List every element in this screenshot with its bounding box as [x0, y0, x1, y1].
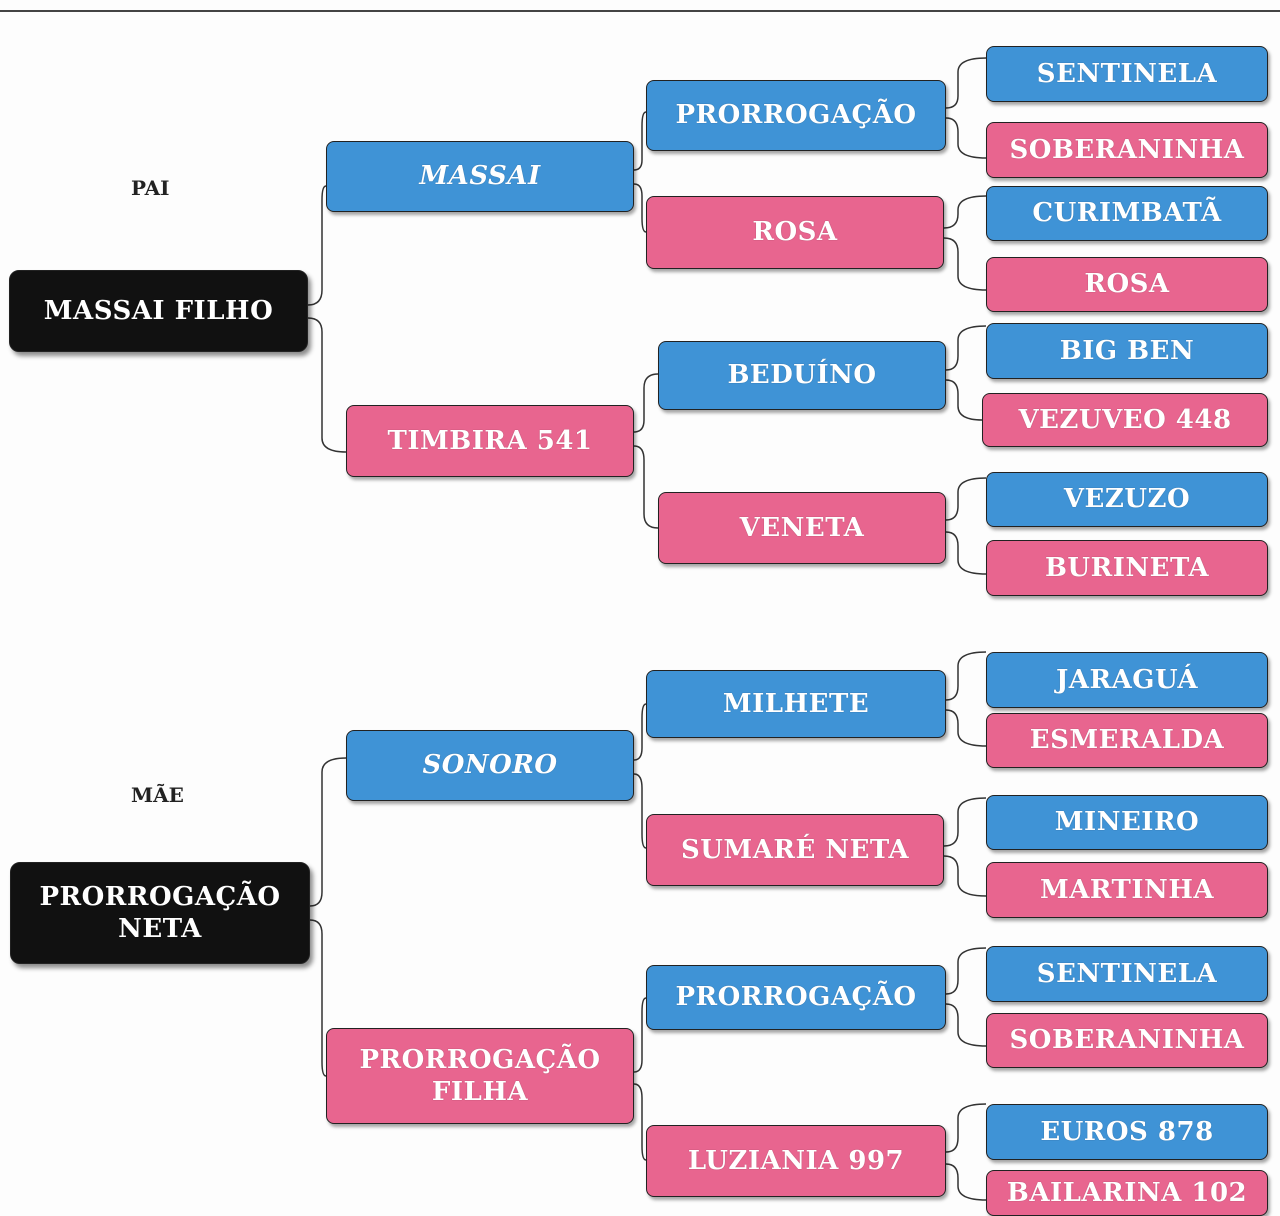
ancestor-node-sentinela: SENTINELA — [986, 46, 1268, 102]
parent-node-massai: MASSAI — [326, 141, 634, 212]
ancestor-node-big-ben: BIG BEN — [986, 323, 1268, 379]
ancestor-node-bailarina: BAILARINA 102 — [986, 1170, 1268, 1216]
ancestor-node-sentinela-2: SENTINELA — [986, 946, 1268, 1002]
subject-node-dam: PRORROGAÇÃO NETA — [10, 862, 310, 964]
ancestor-node-soberaninha: SOBERANINHA — [986, 122, 1268, 178]
grandparent-node-sumare-neta: SUMARÉ NETA — [646, 814, 944, 886]
grandparent-node-veneta: VENETA — [658, 492, 946, 564]
grandparent-node-prorrogacao-2: PRORROGAÇÃO — [646, 965, 946, 1030]
ancestor-node-vezuzo: VEZUZO — [986, 472, 1268, 527]
ancestor-node-martinha: MARTINHA — [986, 862, 1268, 918]
grandparent-node-milhete: MILHETE — [646, 670, 946, 738]
grandparent-node-beduino: BEDUÍNO — [658, 341, 946, 410]
top-rule — [0, 10, 1280, 12]
parent-node-prorrogacao-filha: PRORROGAÇÃO FILHA — [326, 1028, 634, 1124]
ancestor-node-mineiro: MINEIRO — [986, 795, 1268, 850]
sire-label: PAI — [131, 176, 170, 200]
ancestor-node-esmeralda: ESMERALDA — [986, 713, 1268, 768]
grandparent-node-rosa: ROSA — [646, 196, 944, 269]
ancestor-node-soberaninha-2: SOBERANINHA — [986, 1013, 1268, 1068]
ancestor-node-rosa: ROSA — [986, 257, 1268, 312]
ancestor-node-euros: EUROS 878 — [986, 1104, 1268, 1160]
ancestor-node-curimbata: CURIMBATÃ — [986, 186, 1268, 241]
parent-node-sonoro: SONORO — [346, 730, 634, 801]
subject-node-sire: MASSAI FILHO — [9, 270, 308, 352]
parent-node-timbira: TIMBIRA 541 — [346, 405, 634, 477]
grandparent-node-luziania: LUZIANIA 997 — [646, 1125, 946, 1197]
dam-label: MÃE — [131, 783, 184, 807]
ancestor-node-jaragua: JARAGUÁ — [986, 652, 1268, 708]
grandparent-node-prorrogacao: PRORROGAÇÃO — [646, 80, 946, 151]
ancestor-node-vezuveo: VEZUVEO 448 — [982, 393, 1268, 447]
ancestor-node-burineta: BURINETA — [986, 540, 1268, 596]
